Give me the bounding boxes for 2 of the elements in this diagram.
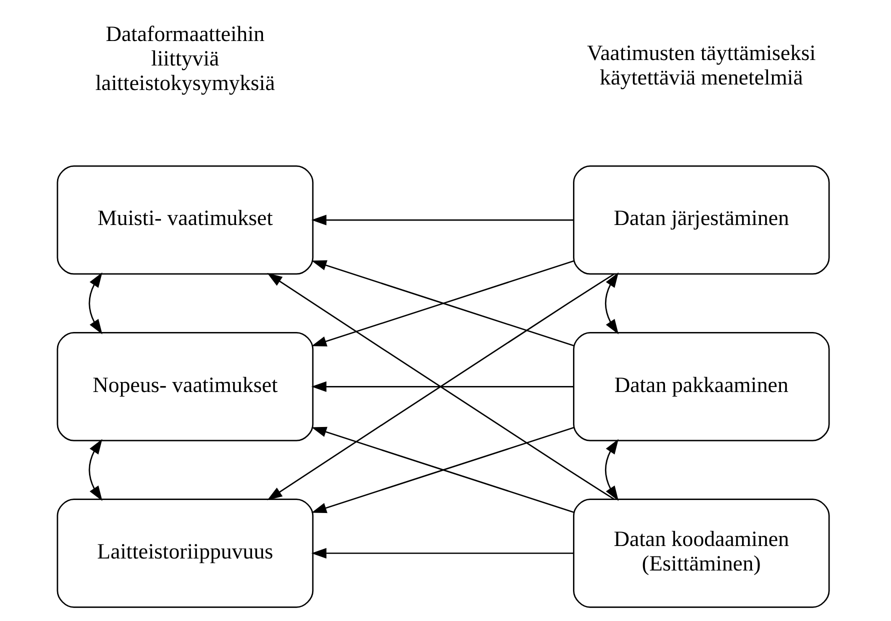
- label: Dataformaatteihin liittyviä laitteistokysymyksiä: [94, 22, 274, 96]
- label: Vaatimusten täyttämiseksi käytettäviä menetelmiä: [586, 40, 816, 90]
